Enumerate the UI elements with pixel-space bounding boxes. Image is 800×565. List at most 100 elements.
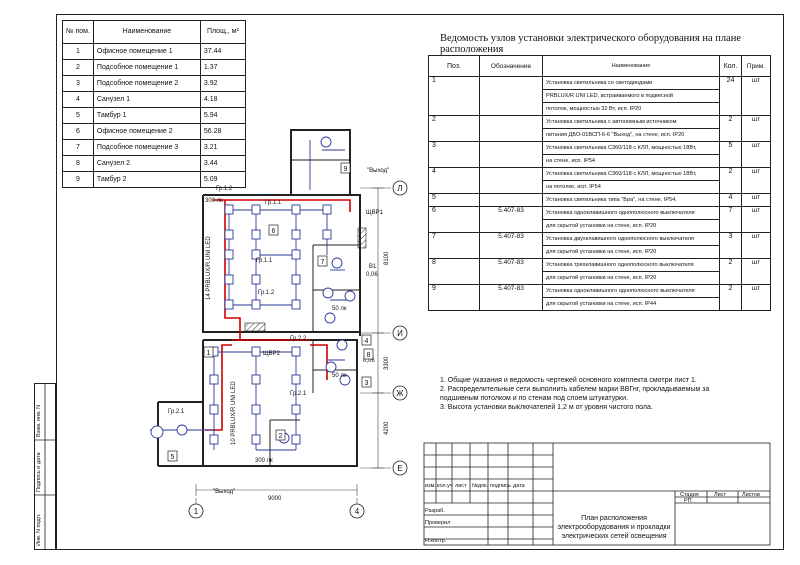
group-label: Гр.1.2 <box>258 290 275 296</box>
vykhod-label: "Выход" <box>213 489 235 495</box>
led-fixture <box>291 434 301 445</box>
stamp-col-ndok: №док. <box>472 483 489 489</box>
hatched-wall <box>244 322 266 332</box>
note-line: 2. Распределительные сети выполнить кабе… <box>440 386 710 393</box>
axis-i: И <box>397 329 403 338</box>
ved-obozn-cell <box>479 141 543 168</box>
axis-zh: Ж <box>396 389 404 398</box>
room-number: 5 <box>171 454 175 461</box>
drawing-frame <box>56 14 784 550</box>
led-fixture <box>251 374 261 385</box>
stamp-nkontr: Н.контр. <box>425 538 447 544</box>
axis-1: 1 <box>194 507 199 516</box>
led-fixture <box>224 274 234 285</box>
note-line: 3. Высота установки выключателей 1,2 м о… <box>440 404 653 411</box>
group-label: Гр.2.1 <box>168 409 185 415</box>
dim-3300: 3300 <box>384 356 390 370</box>
group-label: Гр.2.2 <box>290 336 307 342</box>
ved-poz-cell: 8 <box>428 258 480 285</box>
ved-obozn-cell <box>479 76 543 116</box>
ved-obozn-cell <box>479 115 543 142</box>
hatched-wall <box>357 227 367 249</box>
axis-4: 4 <box>355 507 360 516</box>
ved-obozn-cell: 5.407-83 <box>479 284 543 311</box>
group-label: Гр.1.1 <box>256 258 273 264</box>
led-fixture <box>291 249 301 260</box>
group-label: Гр.1.2 <box>216 186 233 192</box>
room-number: 8 <box>367 352 371 359</box>
led-fixture <box>291 346 301 357</box>
stamp-col-data: дата <box>513 483 526 489</box>
b-label: 0,06 <box>366 272 378 278</box>
led-fixture <box>322 204 332 215</box>
ved-prim-cell: шт <box>741 115 771 142</box>
stamp-title-2: электрооборудования и прокладки <box>557 523 670 531</box>
led-fixture <box>251 229 261 240</box>
led-fixture <box>251 404 261 415</box>
stamp-col-kolych: кол.уч <box>437 483 453 489</box>
b-label: В1 <box>369 264 377 270</box>
led-fixture <box>251 346 261 357</box>
stamp-col-izm: изм. <box>425 483 436 489</box>
note-line: подшивным потолком и по стенам под слоем… <box>440 395 628 402</box>
led-fixture <box>251 274 261 285</box>
stamp-razrab: Разраб. <box>425 508 445 514</box>
led-fixture <box>224 299 234 310</box>
axis-bubbles <box>188 180 408 519</box>
lux-label: 300 лк <box>205 198 223 204</box>
table-row: для скрытой установки на стене, исп. IP4… <box>429 297 771 311</box>
room-area-cell: 5.09 <box>199 171 246 188</box>
stamp-list-label: Лист <box>714 492 726 498</box>
ved-name-cell: для скрытой установки на стене, исп. IP4… <box>542 297 720 311</box>
led-fixture <box>251 249 261 260</box>
led-fixture <box>224 249 234 260</box>
stamp-stadia-value: РП <box>684 498 692 504</box>
panel-label: ЩВР2 <box>263 351 281 357</box>
led-fixture <box>291 274 301 285</box>
stamp-col-list: лист <box>455 483 467 489</box>
fixture-count-label: 10 PRBLUX/R UNI LED <box>231 381 237 445</box>
led-fixture <box>291 229 301 240</box>
led-fixture <box>291 404 301 415</box>
lux-label: 50 лк <box>332 306 347 312</box>
vedomost-title: Ведомость узлов установки электрического… <box>440 33 742 55</box>
led-fixture <box>251 299 261 310</box>
stamp-stadia-label: Стадия <box>680 492 699 498</box>
dim-9000: 9000 <box>268 496 282 502</box>
led-fixture <box>224 204 234 215</box>
rooms-header-area: Площ., м² <box>199 20 246 44</box>
general-notes: 1. Общие указания и ведомость чертежей о… <box>440 376 709 412</box>
room-number: 6 <box>272 228 276 235</box>
wall-lights <box>150 136 356 444</box>
dim-4200: 4200 <box>384 421 390 435</box>
lux-label: 300 лк <box>255 458 273 464</box>
vykhod-label: "Выход" <box>367 168 389 174</box>
ved-poz-cell: 9 <box>428 284 480 311</box>
dim-8100: 8100 <box>384 251 390 265</box>
led-fixture <box>224 229 234 240</box>
room-number: 7 <box>321 259 325 266</box>
room-number: 2 <box>279 433 283 440</box>
dimension-lines <box>195 187 391 505</box>
panel-label: ЩВР1 <box>366 210 384 216</box>
ved-prim-cell: шт <box>741 284 771 311</box>
room-number: 3 <box>365 380 369 387</box>
led-fixture <box>209 434 219 445</box>
fixture-grid <box>209 204 332 445</box>
note-line: 1. Общие указания и ведомость чертежей о… <box>440 377 697 384</box>
ved-obozn-cell: 5.407-83 <box>479 232 543 259</box>
axis-e: Е <box>397 464 402 473</box>
group-label: Гр.1.1 <box>265 200 282 206</box>
ved-prim-cell: шт <box>741 76 771 116</box>
